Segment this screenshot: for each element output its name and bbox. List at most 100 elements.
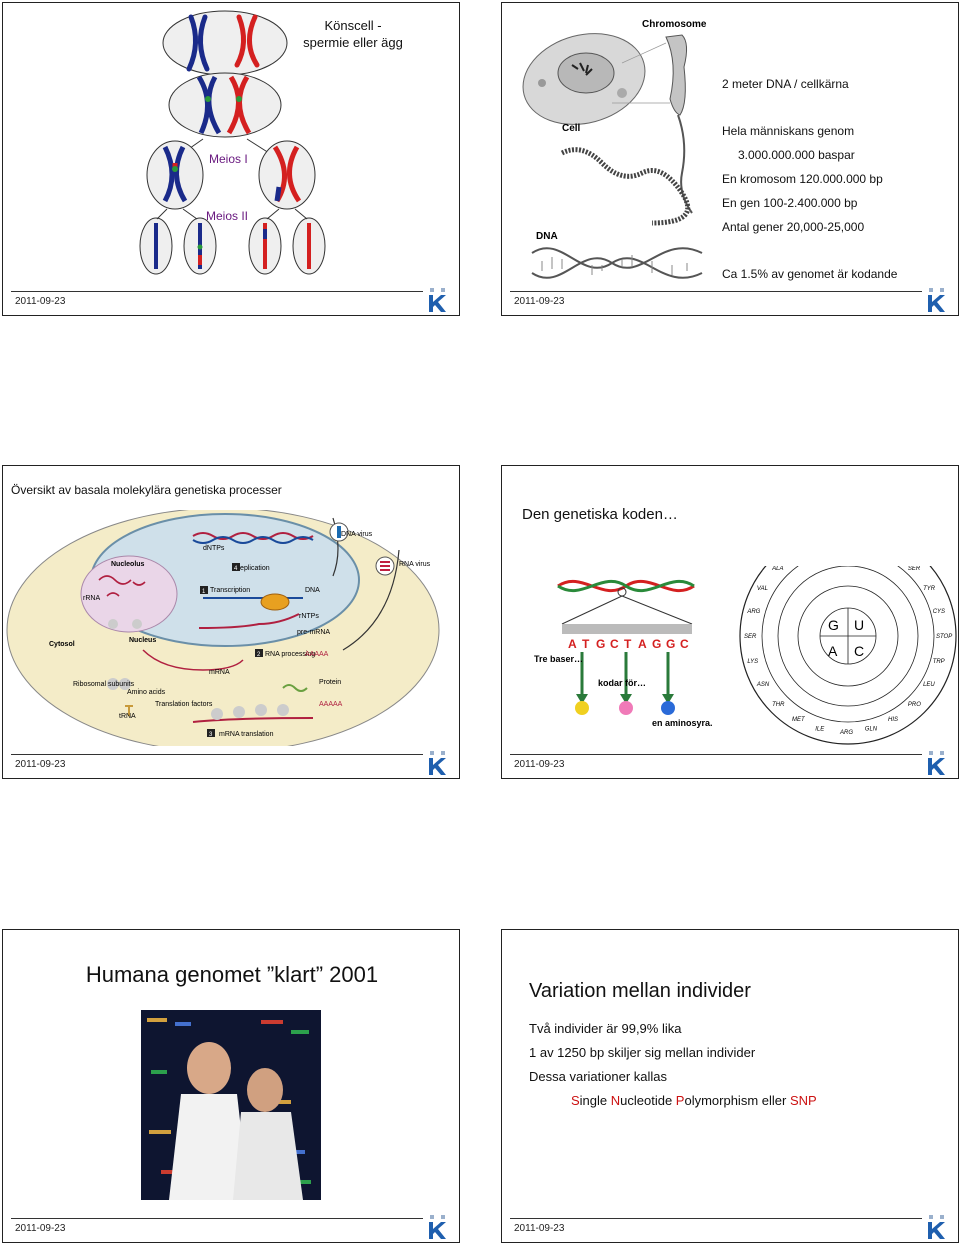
footer-date: 2011-09-23 bbox=[514, 759, 565, 770]
chromosome-dna-diagram: Chromosome Cell DNA bbox=[522, 19, 707, 279]
wheel-center-base: U bbox=[854, 617, 864, 633]
footer-date: 2011-09-23 bbox=[15, 296, 66, 307]
amino-acid-label: TRP bbox=[933, 659, 945, 665]
amino-acid-label: ASN bbox=[756, 682, 770, 688]
amino-acid-label: STOP bbox=[936, 634, 952, 640]
meios-2-label: Meios II bbox=[206, 209, 249, 223]
amino-acid-label: ALA bbox=[771, 566, 783, 572]
footer-divider bbox=[510, 754, 922, 755]
wheel-center-base: G bbox=[828, 617, 839, 633]
amino-acid-label: SER bbox=[744, 634, 757, 640]
mrna-label: mRNA bbox=[209, 669, 230, 676]
footer-date: 2011-09-23 bbox=[514, 1223, 565, 1234]
pre-mrna-label: pre-mRNA bbox=[297, 629, 330, 636]
cell-process-diagram: DNA virus RNA virus Nucleolus dNTPs Repl… bbox=[6, 510, 440, 746]
poly-a-label: AAAAA bbox=[305, 651, 329, 658]
snp-s: S bbox=[571, 1093, 580, 1108]
amino-acid-label: MET bbox=[792, 717, 806, 723]
variations-line: Dessa variationer kallas bbox=[529, 1069, 668, 1084]
dna-base: G bbox=[652, 637, 661, 651]
slide-meiosis: Könscell - spermie eller ägg Meios I Mei… bbox=[2, 2, 460, 316]
amino-acid-label: TYR bbox=[923, 586, 936, 592]
genome-heading: Hela människans genom bbox=[722, 124, 855, 138]
step-2-badge: 2 bbox=[257, 652, 261, 658]
ribosomal-subunits-label: Ribosomal subunits bbox=[73, 681, 135, 688]
snp-n: N bbox=[610, 1093, 621, 1108]
dna-base: C bbox=[680, 637, 689, 651]
protein-label: Protein bbox=[319, 679, 341, 686]
difference-line: 1 av 1250 bp skiljer sig mellan individe… bbox=[529, 1045, 756, 1060]
snp-ingle: ingle bbox=[579, 1093, 611, 1108]
footer-date: 2011-09-23 bbox=[514, 296, 565, 307]
slide-title: Variation mellan individer bbox=[529, 980, 751, 1002]
poly-a-tail-label: AAAAA bbox=[319, 701, 343, 708]
coding-fraction: Ca 1.5% av genomet är kodande bbox=[722, 267, 898, 281]
step-3-badge: 3 bbox=[209, 732, 213, 738]
dna-base: G bbox=[666, 637, 675, 651]
slide-title: Översikt av basala molekylära genetiska … bbox=[11, 483, 282, 497]
slide-variation: Variation mellan individer Två individer… bbox=[501, 929, 959, 1243]
cytosol-label: Cytosol bbox=[49, 641, 75, 648]
slide-title: Humana genomet ”klart” 2001 bbox=[85, 962, 379, 987]
gamete-label: Könscell - spermie eller ägg bbox=[303, 18, 403, 50]
dna-label: DNA bbox=[536, 231, 558, 242]
amino-acid-label: CYS bbox=[933, 609, 945, 615]
nucleolus-label: Nucleolus bbox=[111, 561, 145, 568]
chromosome-label: Chromosome bbox=[642, 19, 707, 30]
rrna-label: rRNA bbox=[83, 595, 100, 602]
snp-olymorphism: olymorphism eller bbox=[684, 1093, 790, 1108]
chromosome-size: En kromosom 120.000.000 bp bbox=[722, 172, 883, 186]
dna-base: A bbox=[638, 637, 647, 651]
university-logo-icon bbox=[928, 288, 945, 312]
gene-count: Antal gener 20,000-25,000 bbox=[722, 220, 865, 234]
dna-per-nucleus: 2 meter DNA / cellkärna bbox=[722, 77, 849, 91]
dna-base: T bbox=[624, 637, 632, 651]
tre-baser-label: Tre baser… bbox=[534, 654, 583, 664]
mrna-translation-label: mRNA translation bbox=[219, 731, 274, 738]
amino-acid-label: ARG bbox=[746, 609, 760, 615]
university-logo-icon bbox=[429, 751, 446, 775]
dna-label: DNA bbox=[305, 587, 320, 594]
footer-divider bbox=[11, 754, 423, 755]
footer-divider bbox=[510, 291, 922, 292]
slide-chromosome: Chromosome Cell DNA 2 meter DNA / cellkä… bbox=[501, 2, 959, 316]
slide-title: Den genetiska koden… bbox=[522, 506, 678, 523]
amino-acid-label: SER bbox=[908, 566, 921, 572]
university-logo-icon bbox=[429, 288, 446, 312]
amino-acid-label: LYS bbox=[747, 659, 758, 665]
amino-acids-label: Amino acids bbox=[127, 689, 166, 696]
snp-p: P bbox=[675, 1093, 685, 1108]
university-logo-icon bbox=[429, 1215, 446, 1239]
footer-divider bbox=[510, 1218, 922, 1219]
scientists-photo bbox=[141, 1010, 321, 1200]
slide-molecular-processes: Översikt av basala molekylära genetiska … bbox=[2, 465, 460, 779]
dntps-label: dNTPs bbox=[203, 545, 225, 552]
gene-size: En gen 100-2.400.000 bp bbox=[722, 196, 858, 210]
replication-label: Replication bbox=[235, 565, 270, 572]
amino-acid-label: VAL bbox=[757, 586, 768, 592]
dna-virus-label: DNA virus bbox=[341, 531, 373, 538]
translation-factors-label: Translation factors bbox=[155, 701, 213, 708]
similarity-line: Två individer är 99,9% lika bbox=[529, 1021, 682, 1036]
footer-divider bbox=[11, 291, 423, 292]
dna-base: C bbox=[610, 637, 619, 651]
footer-date: 2011-09-23 bbox=[15, 759, 66, 770]
slide-human-genome: Humana genomet ”klart” 2001 2011-09-23 bbox=[2, 929, 460, 1243]
wheel-center-base: A bbox=[828, 643, 838, 659]
snp-acronym: SNP bbox=[789, 1093, 817, 1108]
university-logo-icon bbox=[928, 751, 945, 775]
aminosyra-label: en aminosyra. bbox=[652, 718, 713, 728]
meiosis-diagram bbox=[139, 10, 326, 275]
amino-acid-label: HIS bbox=[888, 717, 898, 723]
step-4-badge: 4 bbox=[234, 566, 238, 572]
cell-label: Cell bbox=[562, 123, 581, 134]
nucleus-label: Nucleus bbox=[129, 637, 156, 644]
footer-divider bbox=[11, 1218, 423, 1219]
dna-base: G bbox=[596, 637, 605, 651]
step-1-badge: 1 bbox=[202, 589, 206, 595]
meios-1-label: Meios I bbox=[209, 152, 248, 166]
snp-ucleotide: ucleotide bbox=[620, 1093, 676, 1108]
amino-acid-label: LEU bbox=[923, 682, 935, 688]
